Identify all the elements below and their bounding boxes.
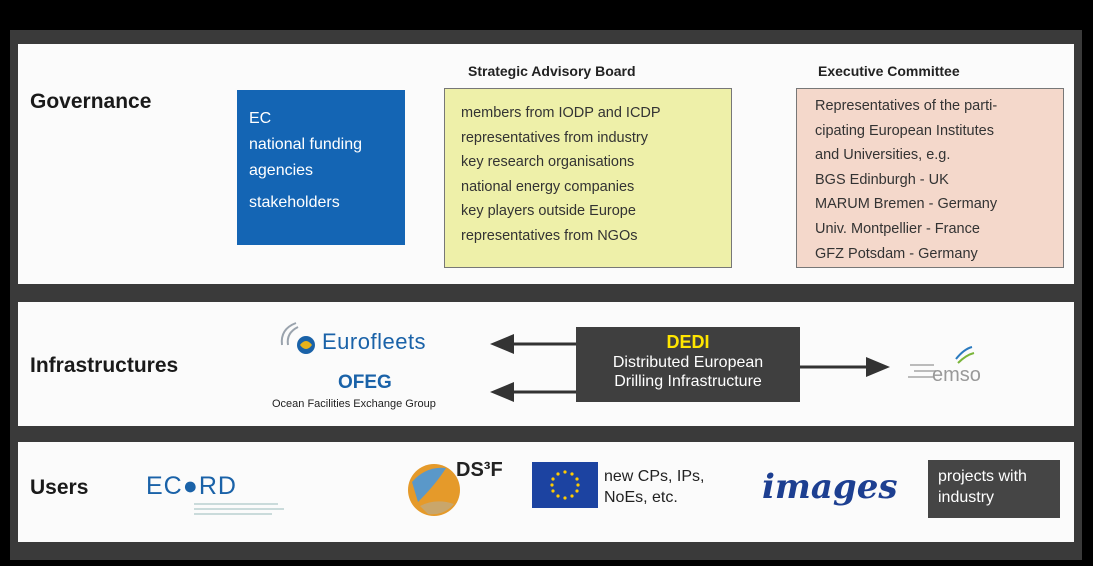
dedi-title: DEDI bbox=[666, 332, 710, 352]
dedi-box: DEDI Distributed European Drilling Infra… bbox=[576, 327, 800, 402]
eurofleets-logo-icon bbox=[280, 322, 315, 354]
projects-line: projects with bbox=[938, 468, 1027, 485]
exec-line: MARUM Bremen - Germany bbox=[815, 196, 998, 213]
infrastructures-title: Infrastructures bbox=[30, 354, 179, 377]
exec-line: BGS Edinburgh - UK bbox=[815, 171, 949, 188]
exec-line: cipating European Institutes bbox=[815, 122, 994, 139]
sab-line: national energy companies bbox=[461, 178, 635, 195]
sab-box: members from IODP and ICDP representativ… bbox=[444, 88, 732, 268]
images-logo: images bbox=[762, 467, 898, 507]
emso-label: emso bbox=[932, 364, 981, 386]
ec-line: stakeholders bbox=[249, 194, 340, 211]
ec-line: EC bbox=[249, 110, 272, 127]
exec-line: Representatives of the parti- bbox=[815, 98, 998, 114]
ofeg-full-label: Ocean Facilities Exchange Group bbox=[272, 398, 436, 410]
sab-line: representatives from industry bbox=[461, 129, 648, 146]
ec-box: EC national funding agencies stakeholder… bbox=[237, 90, 405, 245]
arrows-left-icon bbox=[490, 334, 578, 402]
arrow-right-icon bbox=[800, 357, 890, 377]
sab-line: key players outside Europe bbox=[461, 203, 636, 219]
ofeg-label: OFEG bbox=[338, 372, 392, 393]
projects-line: industry bbox=[938, 489, 995, 506]
projects-industry-box: projects with industry bbox=[928, 460, 1060, 518]
users-title: Users bbox=[30, 476, 89, 499]
dedi-line: Drilling Infrastructure bbox=[614, 373, 762, 390]
exec-line: and Universities, e.g. bbox=[815, 147, 951, 164]
new-cps-line: NoEs, etc. bbox=[604, 489, 678, 506]
sab-line: representatives from NGOs bbox=[461, 227, 638, 244]
exec-box: Representatives of the parti- cipating E… bbox=[796, 88, 1064, 268]
infrastructures-panel bbox=[18, 302, 1074, 426]
dedi-line: Distributed European bbox=[612, 354, 764, 371]
new-cps-line: new CPs, IPs, bbox=[604, 468, 705, 485]
ecord-logo: EC●RD bbox=[146, 472, 237, 500]
ds3f-globe-icon bbox=[408, 464, 460, 516]
eurofleets-label: Eurofleets bbox=[322, 329, 427, 354]
eu-flag-icon bbox=[532, 462, 598, 508]
exec-header: Executive Committee bbox=[818, 63, 960, 79]
sab-line: members from IODP and ICDP bbox=[461, 105, 661, 121]
exec-line: GFZ Potsdam - Germany bbox=[815, 245, 978, 262]
emso-logo-icon bbox=[908, 346, 975, 378]
sab-line: key research organisations bbox=[461, 154, 635, 170]
ec-line: national funding bbox=[249, 136, 362, 153]
sab-header: Strategic Advisory Board bbox=[468, 63, 636, 79]
exec-line: Univ. Montpellier - France bbox=[815, 220, 980, 237]
ec-line: agencies bbox=[249, 162, 314, 179]
new-cps-text: new CPs, IPs, NoEs, etc. bbox=[604, 466, 704, 508]
governance-title: Governance bbox=[30, 90, 152, 113]
ecord-subtitle-icon bbox=[194, 503, 284, 515]
ds3f-label: DS³F bbox=[456, 459, 503, 481]
